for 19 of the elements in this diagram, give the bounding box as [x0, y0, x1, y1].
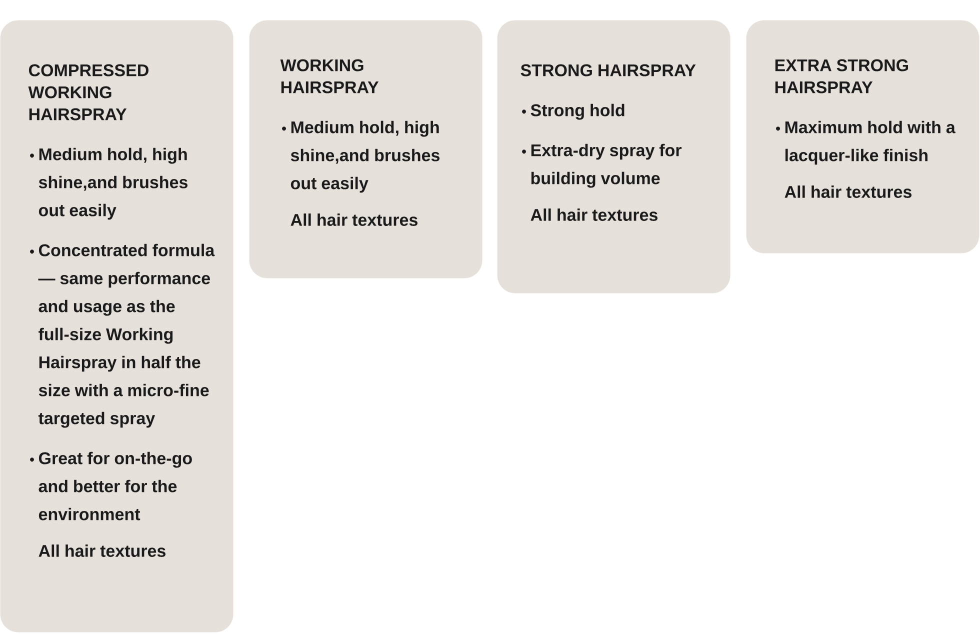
bullet-item: Extra-dry spray for building volume — [522, 144, 682, 188]
bullet-item: Maximum hold with a lacquer-like finish — [776, 120, 956, 165]
texture-note: All hair textures — [290, 213, 418, 226]
card-title: EXTRA STRONG HAIRSPRAY — [775, 59, 908, 94]
bullet-item: Great for on-the-go and better for the environment — [30, 452, 192, 520]
bullet-item: Medium hold, high shine,and brushes out easily — [282, 120, 440, 193]
product-card — [0, 20, 234, 632]
bullet-item: Medium hold, high shine,and brushes out easily — [30, 148, 188, 220]
product-card — [249, 20, 482, 278]
bullet-item: Strong hold — [522, 104, 624, 120]
texture-note: All hair textures — [784, 185, 912, 198]
card-title: STRONG HAIRSPRAY — [520, 64, 696, 76]
product-card — [497, 20, 730, 294]
bullet-item: Concentrated formula — same performance and usage as the full-size Working Hairspray in half the size with a micro-fine targeted spray — [30, 244, 215, 428]
texture-note: All hair textures — [38, 544, 166, 557]
card-title: WORKING HAIRSPRAY — [280, 59, 379, 94]
card-title: COMPRESSED WORKING HAIRSPRAY — [28, 64, 148, 120]
texture-note: All hair textures — [530, 208, 658, 221]
product-card — [746, 20, 980, 254]
